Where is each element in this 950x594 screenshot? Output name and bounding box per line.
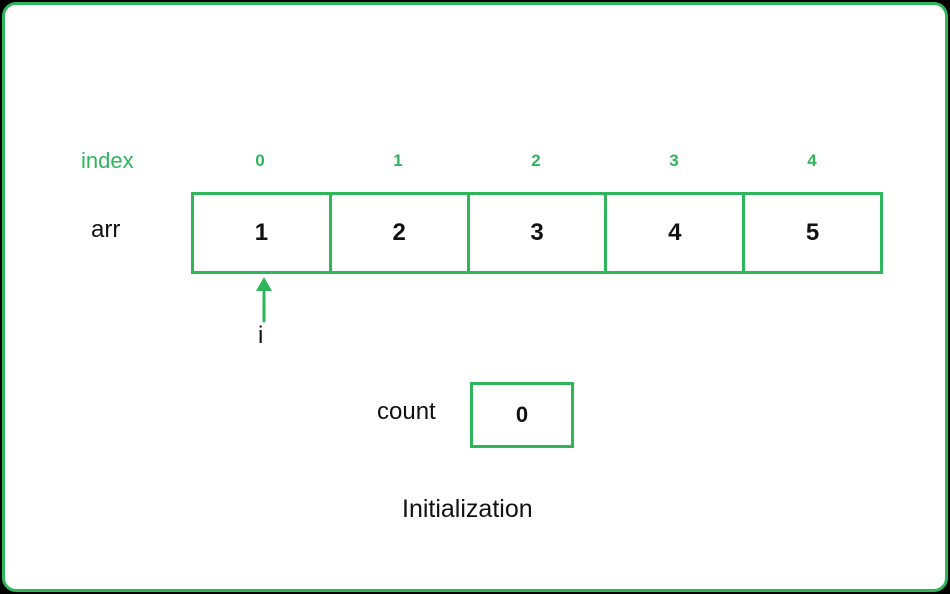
index-1: 1 <box>393 151 403 170</box>
array-label: arr <box>91 216 121 243</box>
up-arrow-icon <box>256 277 272 323</box>
index-2: 2 <box>531 151 541 170</box>
index-3: 3 <box>669 151 679 170</box>
array-cell-0: 1 <box>254 219 269 246</box>
array-cell-2: 3 <box>466 195 605 271</box>
index-4: 4 <box>807 151 817 170</box>
count-label: count <box>377 398 436 425</box>
count-box: 0 <box>470 382 574 448</box>
index-0: 0 <box>255 151 265 170</box>
array-box: 1 2 3 4 5 <box>191 192 883 274</box>
array-cell-4: 5 <box>742 195 880 271</box>
caption: Initialization <box>402 495 533 523</box>
array-cell-3: 4 <box>604 195 742 271</box>
index-row: 0 1 2 3 4 <box>191 151 881 175</box>
index-label: index <box>81 148 134 173</box>
array-cell-1: 2 <box>328 195 467 271</box>
pointer-label: i <box>258 322 264 349</box>
